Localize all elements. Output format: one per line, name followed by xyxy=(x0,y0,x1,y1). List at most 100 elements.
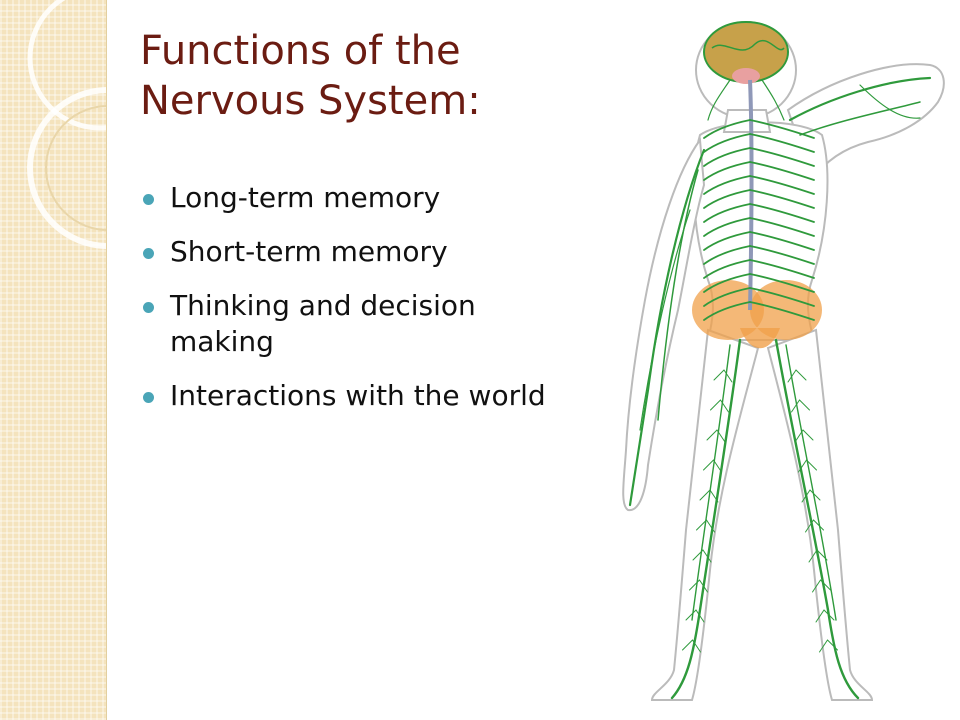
nerve-line xyxy=(794,429,804,443)
nerve-line xyxy=(703,287,751,307)
nerve-line xyxy=(819,639,828,653)
body-outline xyxy=(622,21,945,701)
bullet-dot-icon xyxy=(143,392,154,403)
nerve-line xyxy=(809,489,821,501)
nerve-line xyxy=(657,169,699,421)
nerve-line xyxy=(689,579,700,591)
nerve-line xyxy=(749,175,815,195)
nerve-line xyxy=(815,609,825,623)
nerve-line xyxy=(795,369,807,381)
nerve-line xyxy=(774,338,860,700)
bullet-list: Long-term memory Short-term memory Think… xyxy=(140,180,560,432)
nerve-line xyxy=(706,429,718,441)
nerve-line xyxy=(707,79,731,121)
nerve-line xyxy=(699,489,711,501)
nerve-line xyxy=(749,133,815,153)
nerve-line xyxy=(749,217,815,237)
bullet-text: Short-term memory xyxy=(170,235,448,268)
bullet-text: Thinking and decision making xyxy=(170,289,476,358)
nerve-line xyxy=(703,259,751,279)
nerve-line xyxy=(749,273,815,293)
nerve-line xyxy=(703,119,751,139)
nerve-line xyxy=(749,161,815,181)
brain xyxy=(703,21,789,84)
slide-title: Functions of the Nervous System: xyxy=(140,26,620,126)
nerve-line xyxy=(703,273,751,293)
bullet-text: Interactions with the world xyxy=(170,379,546,412)
pelvis xyxy=(692,280,822,349)
nerve-line xyxy=(798,459,807,473)
decorative-rings-icon xyxy=(27,0,106,249)
left-leg xyxy=(650,328,760,701)
nerve-line xyxy=(749,119,815,139)
nerve-line xyxy=(799,101,921,136)
nerve-line xyxy=(749,147,815,167)
nerve-line xyxy=(685,609,697,621)
nerve-line xyxy=(749,287,815,307)
nerve-line xyxy=(749,189,815,209)
nerve-line xyxy=(682,639,693,651)
nerve-line xyxy=(703,175,751,195)
nerve-line xyxy=(703,189,751,209)
nerve-line xyxy=(703,245,751,265)
nerve-line xyxy=(801,489,811,503)
nerve-line xyxy=(808,549,818,563)
nerve-line xyxy=(859,84,921,119)
decorative-side-band xyxy=(0,0,107,720)
nerve-line xyxy=(749,231,815,251)
nerve-line xyxy=(820,579,831,591)
nerve-line xyxy=(799,399,810,411)
bullet-item: Thinking and decision making xyxy=(140,288,560,360)
right-leg xyxy=(766,328,874,701)
nerve-line xyxy=(723,369,733,383)
nerve-line xyxy=(703,147,751,167)
nerve-line xyxy=(802,429,814,441)
nerve-line xyxy=(713,459,722,473)
nerve-line xyxy=(703,203,751,223)
nerve-line xyxy=(749,245,815,265)
nerve-line xyxy=(692,639,701,653)
nerve-line xyxy=(699,579,708,593)
bullet-item: Interactions with the world xyxy=(140,378,560,414)
slide-title-line-2: Nervous System: xyxy=(140,78,481,124)
nerve-line xyxy=(716,429,726,443)
nerve-line xyxy=(761,79,785,121)
nerve-line xyxy=(720,399,729,413)
nerve-line xyxy=(703,459,714,471)
nerve-line xyxy=(692,549,704,561)
nerve-line xyxy=(696,519,707,531)
nerve-line xyxy=(710,399,721,411)
nerve-line xyxy=(813,519,824,531)
spinal-cord xyxy=(748,79,754,311)
nerve-line xyxy=(670,338,742,700)
nerve-line xyxy=(709,489,719,503)
nerve-line xyxy=(703,217,751,237)
nerve-network xyxy=(628,76,932,700)
nerve-line xyxy=(702,549,712,563)
nerve-line xyxy=(816,549,828,561)
nerve-line xyxy=(706,519,715,533)
nerve-line xyxy=(785,344,837,621)
nerve-line xyxy=(812,579,821,593)
bullet-text: Long-term memory xyxy=(170,181,441,214)
bullet-item: Long-term memory xyxy=(140,180,560,216)
bullet-dot-icon xyxy=(143,194,154,205)
nerve-line xyxy=(827,639,838,651)
nerve-line xyxy=(703,133,751,153)
nerve-line xyxy=(787,369,797,383)
nerve-line xyxy=(691,344,731,621)
nerve-line xyxy=(703,231,751,251)
nerve-line xyxy=(791,399,800,413)
raised-arm xyxy=(786,63,945,183)
nerve-line xyxy=(749,301,815,321)
nerve-line xyxy=(749,259,815,279)
nerve-line xyxy=(806,459,817,471)
nerve-line xyxy=(805,519,814,533)
nervous-system-illustration xyxy=(622,21,945,701)
nerve-line xyxy=(703,301,751,321)
slide-title-line-1: Functions of the xyxy=(140,28,461,74)
nerve-line xyxy=(788,76,932,122)
bullet-dot-icon xyxy=(143,302,154,313)
bullet-dot-icon xyxy=(143,248,154,259)
